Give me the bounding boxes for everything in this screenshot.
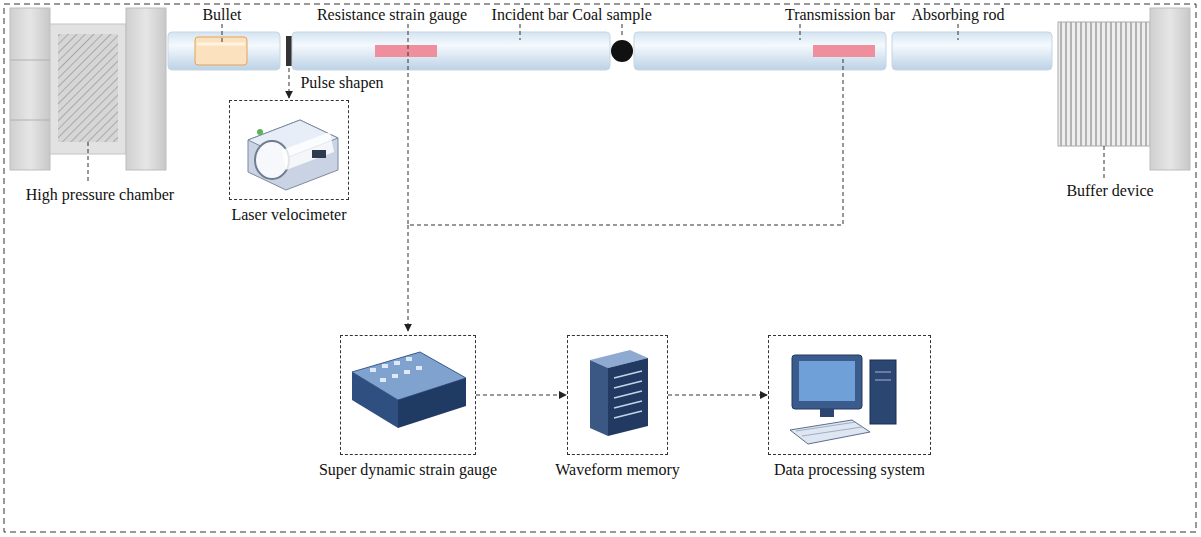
part-label: High pressure chamber xyxy=(26,186,174,204)
strain-amplifier-icon xyxy=(352,352,466,428)
device-box: Super dynamic strain gauge xyxy=(340,335,476,455)
signal-arrow xyxy=(476,395,566,396)
transmission-bar xyxy=(634,32,886,70)
part-label: Pulse shapen xyxy=(300,74,383,92)
incident-bar xyxy=(292,32,610,70)
part-label: Transmission bar xyxy=(785,6,895,24)
part-label: Absorbing rod xyxy=(912,6,1005,24)
strain-gauge xyxy=(813,45,875,57)
device-box: Laser velocimeter xyxy=(229,100,349,200)
device-box: Waveform memory xyxy=(567,335,668,455)
computer-icon xyxy=(790,355,896,444)
part-label: Resistance strain gauge xyxy=(317,6,467,24)
strain-gauge xyxy=(375,45,437,57)
bullet xyxy=(168,32,280,70)
part-label: Bullet xyxy=(202,6,241,24)
device-label: Laser velocimeter xyxy=(231,206,346,224)
frame-border xyxy=(4,4,1196,532)
pulse-shaper xyxy=(286,36,292,66)
absorbing-rod xyxy=(892,32,1052,70)
device-label: Super dynamic strain gauge xyxy=(319,461,497,479)
coal-sample xyxy=(611,40,633,62)
device-label: Data processing system xyxy=(774,461,925,479)
signal-arrow xyxy=(668,395,767,396)
projector-icon xyxy=(248,120,338,190)
part-label: Buffer device xyxy=(1066,182,1153,200)
device-box: Data processing system xyxy=(768,335,931,455)
part-label: Coal sample xyxy=(572,6,652,24)
device-label: Waveform memory xyxy=(555,461,679,479)
server-icon xyxy=(590,350,648,436)
buffer-device xyxy=(1058,8,1190,170)
leader-lines xyxy=(88,24,1104,331)
part-label: Incident bar xyxy=(492,6,569,24)
